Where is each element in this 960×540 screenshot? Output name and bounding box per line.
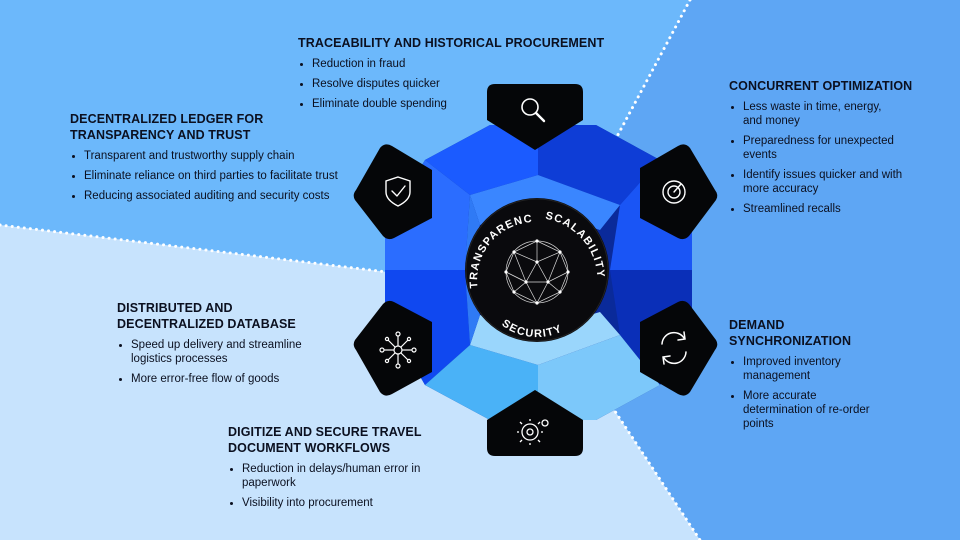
dotted-divider-left — [0, 223, 537, 292]
list-item: Resolve disputes quicker — [312, 77, 638, 91]
tile-digitize — [487, 390, 583, 456]
section-ledger: DECENTRALIZED LEDGER FOR TRANSPARENCY AN… — [70, 111, 370, 209]
section-title: TRACEABILITY AND HISTORICAL PROCUREMENT — [298, 36, 605, 50]
list-item: Eliminate reliance on third parties to f… — [84, 169, 370, 183]
list-item: Identify issues quicker and with more ac… — [743, 168, 903, 196]
gauge-icon — [662, 180, 686, 204]
hub-circle — [465, 198, 609, 342]
list-item: More accurate determination of re-order … — [743, 389, 873, 431]
bullet-list: Transparent and trustworthy supply chain… — [70, 149, 370, 203]
section-digitize: DIGITIZE AND SECURE TRAVEL DOCUMENT WORK… — [228, 424, 453, 516]
bullet-list: Less waste in time, energy, and money Pr… — [729, 100, 903, 216]
hub-ring — [465, 198, 609, 342]
list-item: Reduction in fraud — [312, 57, 638, 71]
tile-concurrent — [640, 144, 718, 240]
bullet-list: Reduction in fraud Resolve disputes quic… — [298, 57, 638, 111]
sector-top-right — [538, 125, 660, 205]
section-title: DEMAND SYNCHRONIZATION — [729, 318, 852, 348]
list-item: Improved inventory management — [743, 355, 873, 383]
bullet-list: Improved inventory management More accur… — [729, 355, 873, 431]
shield-check-icon — [385, 176, 411, 207]
tile-database — [353, 300, 432, 396]
list-item: Reduction in delays/human error in paper… — [242, 462, 457, 490]
list-item: Visibility into procurement — [242, 496, 457, 510]
gear-icon — [517, 419, 549, 445]
list-item: Streamlined recalls — [743, 202, 903, 216]
sector-bottom-right — [538, 335, 660, 420]
section-demand: DEMAND SYNCHRONIZATION Improved inventor… — [729, 317, 909, 437]
section-title: DECENTRALIZED LEDGER FOR TRANSPARENCY AN… — [70, 112, 264, 142]
bg-region-right — [535, 0, 960, 540]
section-database: DISTRIBUTED AND DECENTRALIZED DATABASE S… — [117, 300, 347, 392]
bullet-list: Speed up delivery and streamline logisti… — [117, 338, 336, 386]
list-item: Less waste in time, energy, and money — [743, 100, 903, 128]
tile-demand — [640, 300, 718, 396]
refresh-icon — [661, 331, 687, 365]
network-hub-icon — [379, 331, 417, 369]
sector-top-left — [425, 125, 538, 195]
section-traceability: TRACEABILITY AND HISTORICAL PROCUREMENT … — [298, 35, 638, 117]
globe-network-icon — [504, 239, 570, 305]
list-item: Eliminate double spending — [312, 97, 638, 111]
tile-traceability — [487, 84, 583, 150]
tile-ledger — [353, 144, 432, 240]
list-item: Speed up delivery and streamline logisti… — [131, 338, 336, 366]
section-title: DIGITIZE AND SECURE TRAVEL DOCUMENT WORK… — [228, 425, 422, 455]
list-item: Transparent and trustworthy supply chain — [84, 149, 370, 163]
bullet-list: Reduction in delays/human error in paper… — [228, 462, 457, 510]
list-item: More error-free flow of goods — [131, 372, 336, 386]
list-item: Preparedness for unexpected events — [743, 134, 903, 162]
section-title: CONCURRENT OPTIMIZATION — [729, 79, 913, 93]
list-item: Reducing associated auditing and securit… — [84, 189, 370, 203]
section-concurrent: CONCURRENT OPTIMIZATION Less waste in ti… — [729, 78, 929, 222]
magnifier-icon — [521, 98, 546, 123]
section-title: DISTRIBUTED AND DECENTRALIZED DATABASE — [117, 301, 296, 331]
sector-bottom-left — [425, 345, 538, 420]
